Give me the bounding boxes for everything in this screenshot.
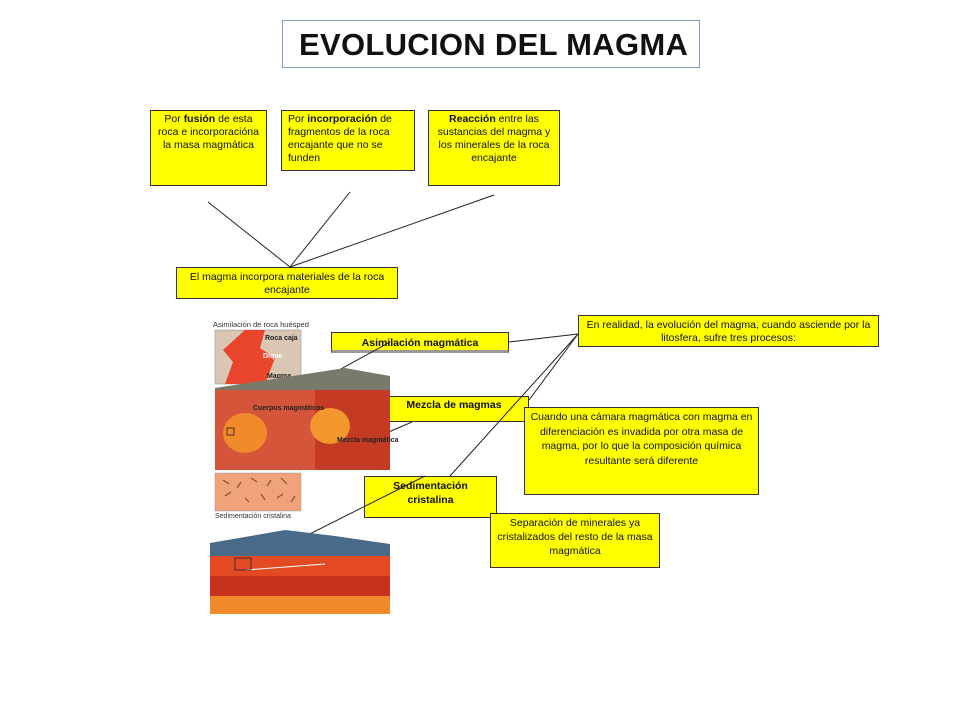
label-asimilacion: Asimilación magmática bbox=[331, 332, 509, 353]
illus-inset-marker bbox=[226, 427, 235, 436]
page-title: EVOLUCION DEL MAGMA bbox=[282, 20, 700, 68]
box-incorporacion-post: de fragmentos de la roca encajante que n… bbox=[288, 113, 392, 164]
box-reaccion: Reacción entre las sustancias del magma … bbox=[428, 110, 560, 186]
line-to-sedimentacion bbox=[449, 333, 579, 477]
box-evolucion: En realidad, la evolución del magma, cua… bbox=[578, 315, 879, 347]
box-fusion: Por fusión de esta roca e incorporacióna… bbox=[150, 110, 267, 186]
line-fusion bbox=[207, 201, 291, 268]
box-fusion-bold: fusión bbox=[183, 113, 216, 125]
box-incorporacion: Por incorporación de fragmentos de la ro… bbox=[281, 110, 415, 171]
magma-illustration: Asimilación de roca huésped Roca caja Di… bbox=[210, 320, 399, 614]
line-reaccion bbox=[289, 194, 495, 268]
box-reaccion-bold: Reacción bbox=[449, 113, 496, 125]
box-fusion-post: de esta roca e incorporacióna la masa ma… bbox=[158, 113, 259, 151]
box-fusion-pre: Por bbox=[164, 113, 184, 125]
illus-bottom-layer-1 bbox=[210, 556, 390, 578]
box-mezcla-desc: Cuando una cámara magmática con magma en… bbox=[524, 407, 759, 495]
box-incorporacion-bold: incorporación bbox=[307, 113, 378, 125]
illus-flow-arrow bbox=[244, 563, 326, 571]
illus-roca-caja: Roca caja bbox=[265, 335, 298, 342]
illus-cuerpo-2 bbox=[310, 408, 350, 444]
illus-bottom-layer-2 bbox=[210, 576, 390, 598]
illus-magma: Magma bbox=[267, 373, 291, 380]
illus-bottom-surface bbox=[210, 530, 390, 558]
illus-crystals bbox=[222, 477, 296, 503]
box-sedimentacion-desc: Separación de minerales ya cristalizados… bbox=[490, 513, 660, 568]
illus-bottom-layer-3 bbox=[210, 596, 390, 614]
illus-panel-sedimentacion bbox=[214, 472, 302, 512]
box-reaccion-post: entre las sustancias del magma y los min… bbox=[437, 113, 551, 164]
line-to-asimilacion bbox=[508, 333, 579, 343]
illus-cuerpos: Cuerpos magmáticos bbox=[253, 405, 324, 412]
illus-magma-shape bbox=[223, 330, 275, 384]
label-mezcla: Mezcla de magmas bbox=[379, 396, 529, 422]
box-incorpora: El magma incorpora materiales de la roca… bbox=[176, 267, 398, 299]
line-to-mezcla bbox=[528, 333, 579, 401]
line-incorporacion bbox=[289, 191, 351, 268]
illus-mezcla: Mezcla magmática bbox=[337, 437, 399, 444]
box-incorporacion-pre: Por bbox=[288, 113, 308, 125]
illus-sedimentacion: Sedimentación cristalina bbox=[215, 513, 291, 520]
illus-title-asimilacion: Asimilación de roca huésped bbox=[213, 320, 309, 329]
illus-cuerpo-1 bbox=[223, 413, 267, 453]
illus-dique: Dique bbox=[263, 353, 283, 360]
illus-bottom-marker bbox=[234, 557, 252, 571]
